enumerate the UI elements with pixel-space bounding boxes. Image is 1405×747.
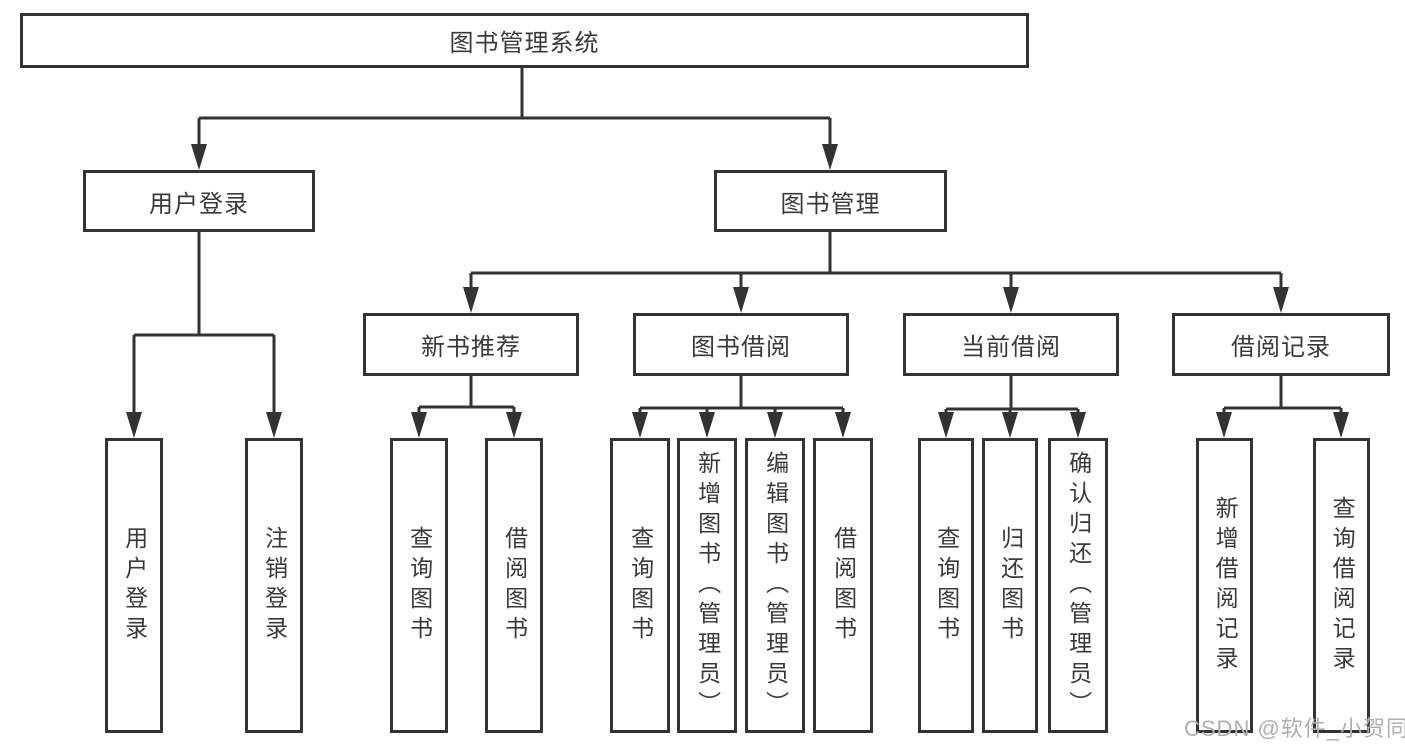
node-label: 用户登录 [121, 525, 148, 646]
arrowheads [126, 144, 1349, 438]
node-label: 归还图书 [997, 525, 1024, 646]
node-label: 新书推荐 [421, 334, 521, 361]
node-bb-query-books: 查询图书 [610, 438, 670, 733]
node-book-management: 图书管理 [714, 170, 947, 232]
node-bb-edit-books-admin: 编辑图书（管理员） [745, 438, 805, 733]
node-borrowing-records: 借阅记录 [1172, 313, 1390, 376]
node-current-borrowing: 当前借阅 [903, 313, 1119, 376]
node-nbr-borrow-books: 借阅图书 [485, 438, 543, 733]
node-label: 查询图书 [933, 525, 960, 646]
node-book-borrowing: 图书借阅 [633, 313, 849, 376]
node-label: 注销登录 [261, 525, 288, 646]
node-label: 用户登录 [149, 190, 249, 218]
node-user-login-branch: 用户登录 [83, 170, 315, 232]
node-label: 图书管理系统 [449, 30, 600, 57]
csdn-watermark: CSDN @软件_小贺同学 [1184, 716, 1405, 741]
node-logout: 注销登录 [245, 438, 303, 733]
node-br-query-borrow-record: 查询借阅记录 [1313, 438, 1370, 733]
node-label: 新增借阅记录 [1212, 495, 1239, 676]
node-label: 借阅图书 [501, 525, 528, 646]
node-label: 编辑图书（管理员） [762, 450, 789, 721]
node-nbr-query-books: 查询图书 [390, 438, 448, 733]
node-label: 查询借阅记录 [1329, 495, 1356, 676]
node-label: 确认归还（管理员） [1065, 450, 1092, 721]
node-label: 图书借阅 [691, 334, 791, 361]
node-bb-add-books-admin: 新增图书（管理员） [677, 438, 737, 733]
node-br-add-borrow-record: 新增借阅记录 [1196, 438, 1253, 733]
node-label: 借阅图书 [830, 525, 857, 646]
node-bb-borrow-books: 借阅图书 [813, 438, 873, 733]
node-label: 借阅记录 [1231, 334, 1331, 361]
node-library-management-system: 图书管理系统 [20, 13, 1029, 68]
connector [132, 68, 1343, 414]
node-cb-return-books: 归还图书 [982, 438, 1038, 733]
node-label: 查询图书 [627, 525, 654, 646]
node-cb-confirm-return-admin: 确认归还（管理员） [1048, 438, 1108, 733]
node-new-book-recommendation: 新书推荐 [363, 313, 579, 376]
node-label: 图书管理 [780, 190, 881, 218]
node-user-login: 用户登录 [105, 438, 163, 733]
node-label: 查询图书 [406, 525, 433, 646]
node-label: 当前借阅 [961, 334, 1061, 361]
node-label: 新增图书（管理员） [694, 450, 721, 721]
node-cb-query-books: 查询图书 [918, 438, 974, 733]
